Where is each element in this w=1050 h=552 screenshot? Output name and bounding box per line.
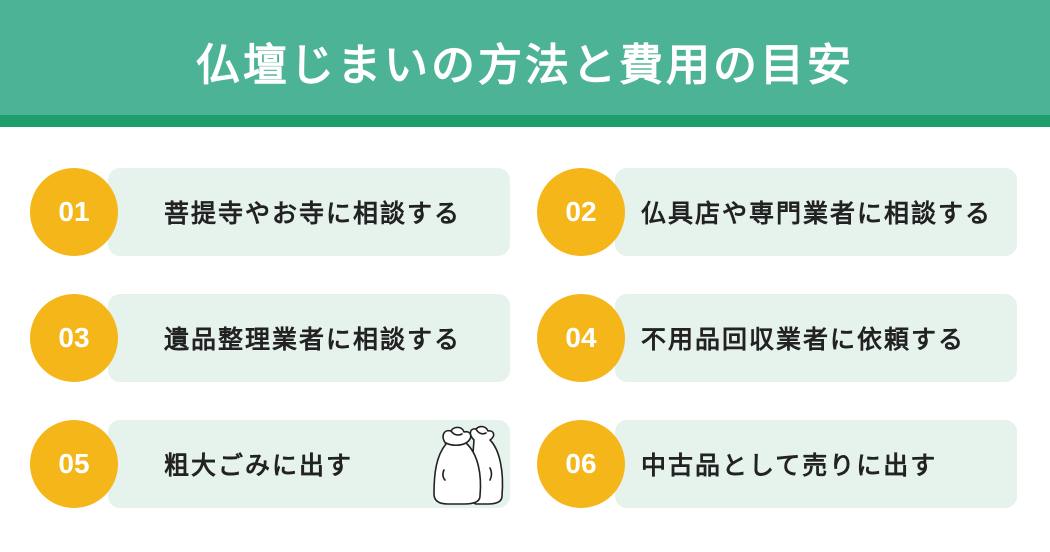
- header-stripe: [0, 115, 1050, 127]
- list-item-01: 01 菩提寺やお寺に相談する: [30, 168, 520, 256]
- item-label: 不用品回収業者に依頼する: [641, 325, 966, 354]
- number-badge: 06: [537, 420, 625, 508]
- item-card: [615, 420, 1017, 508]
- item-label: 遺品整理業者に相談する: [164, 325, 462, 354]
- item-label: 仏具店や専門業者に相談する: [641, 199, 993, 228]
- page-title: 仏壇じまいの方法と費用の目安: [196, 39, 854, 91]
- list-item-06: 06 中古品として売りに出す: [537, 420, 1027, 508]
- garbage-bags-icon: [433, 425, 504, 505]
- number-badge: 02: [537, 168, 625, 256]
- item-card: [108, 294, 510, 382]
- number-badge: 04: [537, 294, 625, 382]
- item-label: 中古品として売りに出す: [641, 451, 938, 480]
- item-label: 菩提寺やお寺に相談する: [164, 199, 462, 228]
- item-card: [615, 168, 1017, 256]
- item-card: [108, 168, 510, 256]
- number-badge: 05: [30, 420, 118, 508]
- list-item-04: 04 不用品回収業者に依頼する: [537, 294, 1027, 382]
- list-item-05: 05 粗大ごみに出す: [30, 420, 520, 508]
- number-badge: 03: [30, 294, 118, 382]
- item-label: 粗大ごみに出す: [164, 451, 354, 480]
- item-card: [615, 294, 1017, 382]
- header-banner: 仏壇じまいの方法と費用の目安: [0, 0, 1050, 115]
- list-item-02: 02 仏具店や専門業者に相談する: [537, 168, 1027, 256]
- list-item-03: 03 遺品整理業者に相談する: [30, 294, 520, 382]
- number-badge: 01: [30, 168, 118, 256]
